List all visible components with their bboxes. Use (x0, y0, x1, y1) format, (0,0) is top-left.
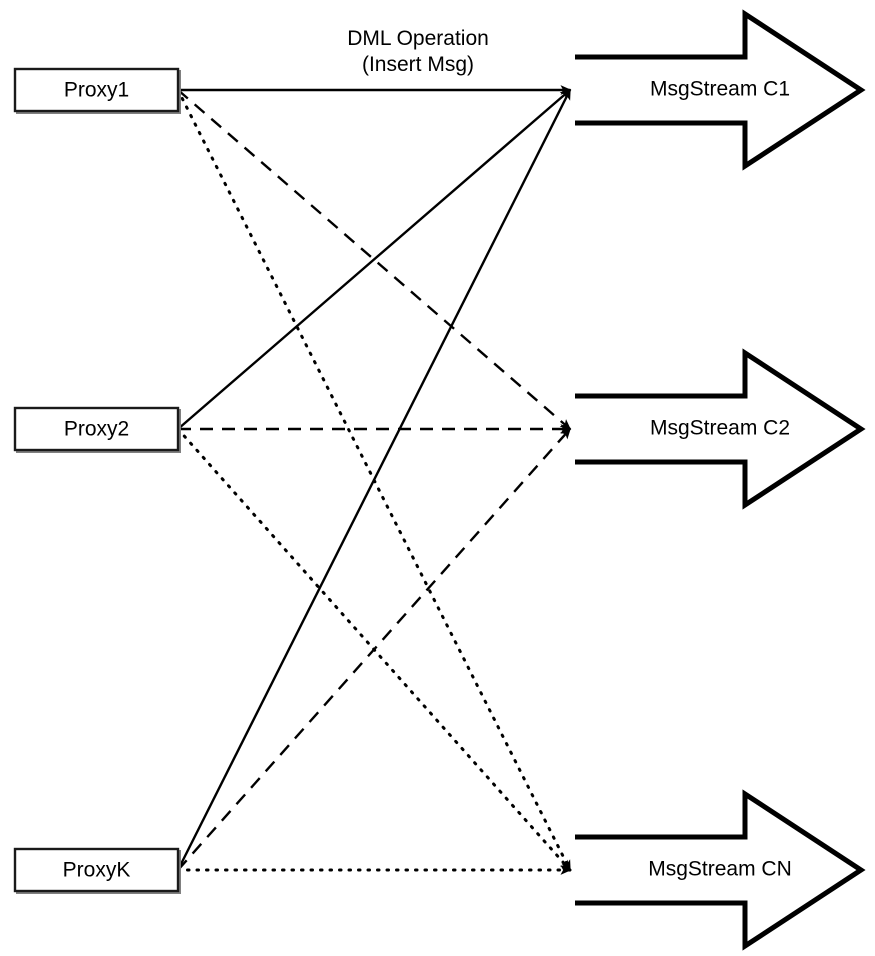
msgstream-arrow-2[interactable]: MsgStream C2 (575, 348, 866, 510)
edge-pk-c2[interactable] (177, 427, 571, 871)
proxy-label: Proxy2 (64, 418, 129, 441)
msgstream-arrow-outline (575, 789, 866, 951)
proxy-box-outline (13, 67, 180, 113)
edge-pk-c1[interactable] (176, 88, 572, 871)
msgstream-label: MsgStream C1 (650, 78, 790, 101)
dml-operation-label-line1: DML Operation (347, 27, 489, 50)
proxy-box-outline (13, 847, 180, 893)
msgstream-shapes: MsgStream C1 MsgStream C2 MsgStream CN (575, 9, 866, 951)
diagram-labels: DML Operation (Insert Msg) (347, 27, 489, 76)
connector-edges (176, 85, 572, 875)
msgstream-arrow-outline (575, 348, 866, 510)
edge-p2-c1[interactable] (177, 89, 572, 430)
dml-operation-label-line2: (Insert Msg) (362, 53, 474, 76)
msgstream-label: MsgStream CN (648, 858, 792, 881)
msgstream-arrow-1[interactable]: MsgStream C1 (575, 9, 866, 171)
msgstream-label: MsgStream C2 (650, 417, 790, 440)
proxy-box-outline (13, 406, 180, 452)
proxy-box-3[interactable]: ProxyK (13, 847, 181, 894)
proxy-box-2[interactable]: Proxy2 (13, 406, 181, 453)
proxy-box-1[interactable]: Proxy1 (13, 67, 181, 114)
msgstream-arrow-outline (575, 9, 866, 171)
msgstream-arrow-3[interactable]: MsgStream CN (575, 789, 866, 951)
proxy-label: Proxy1 (64, 79, 129, 102)
proxy-label: ProxyK (63, 859, 131, 882)
